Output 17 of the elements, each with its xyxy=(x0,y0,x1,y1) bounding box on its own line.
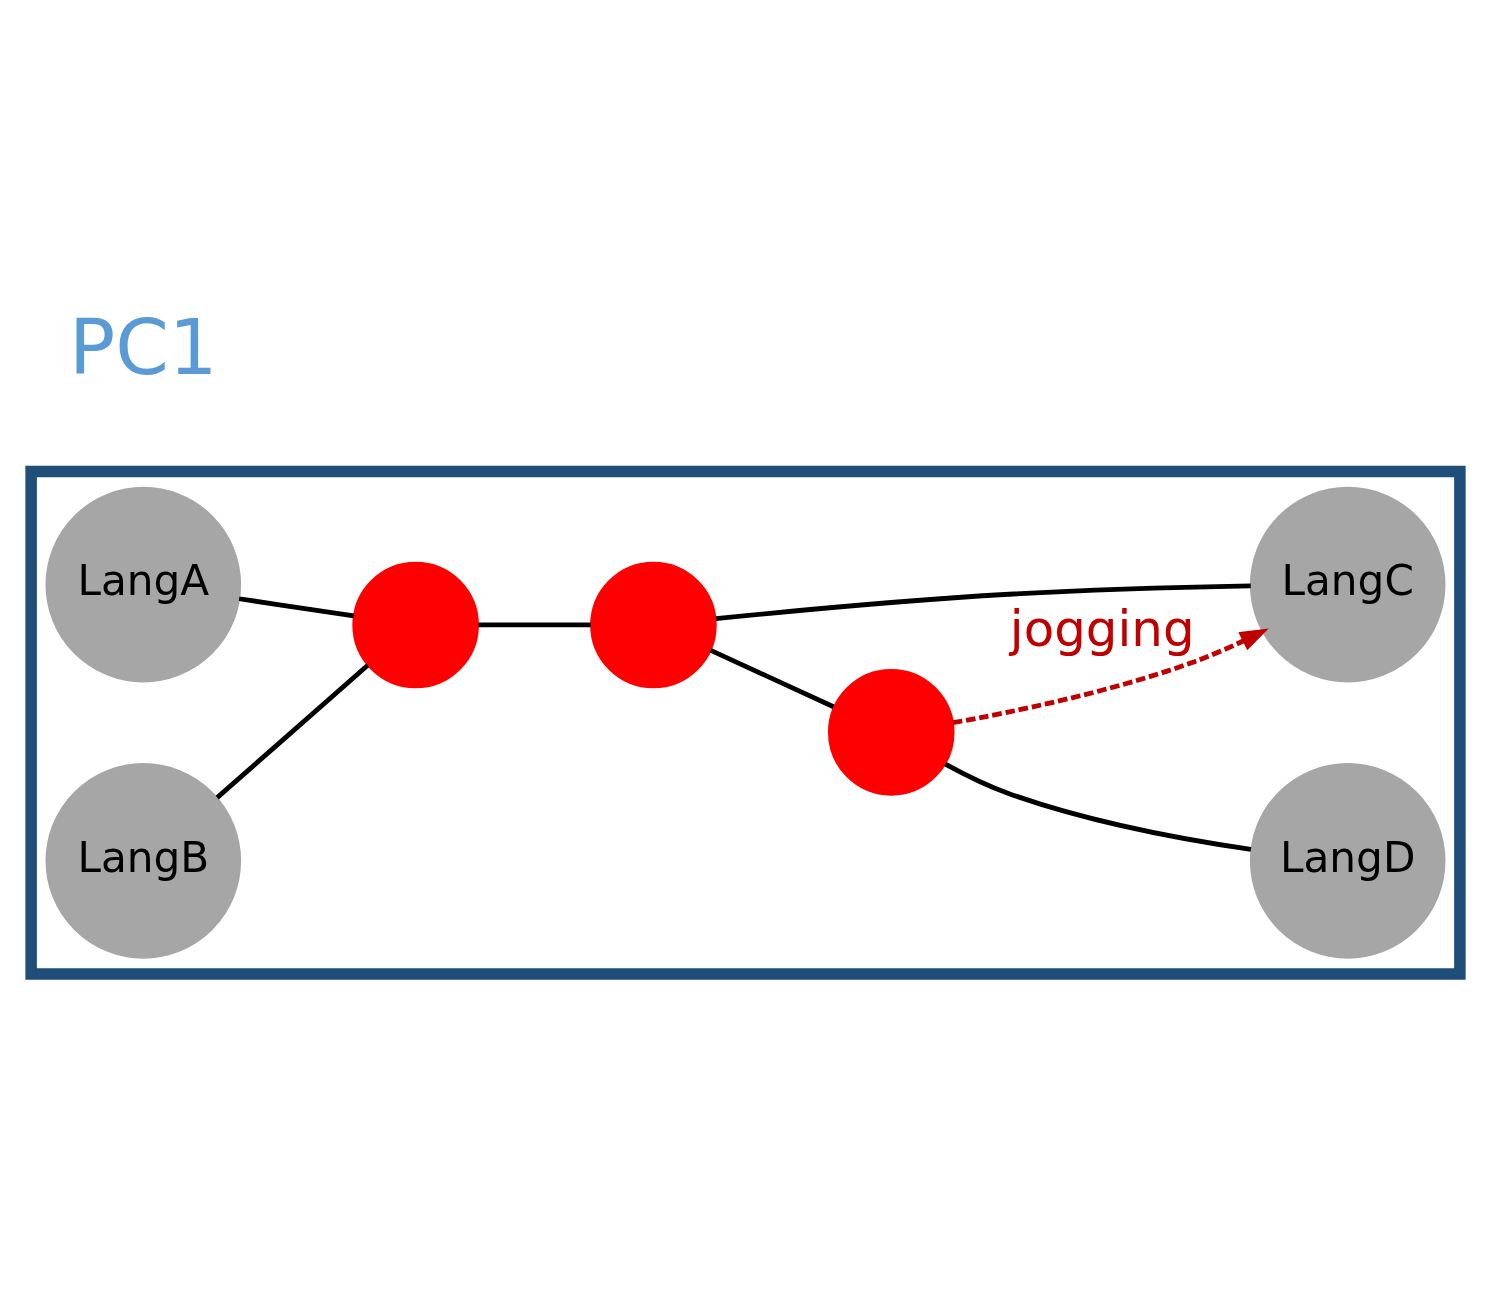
connector xyxy=(238,596,355,619)
node-circle xyxy=(827,669,955,796)
node-circle xyxy=(352,561,479,689)
connector xyxy=(715,583,1251,621)
node-circle: LangA xyxy=(45,486,242,683)
arrow xyxy=(952,628,1269,726)
node-circle: LangC xyxy=(1249,486,1446,683)
edge-label: jogging xyxy=(1009,599,1195,658)
connector xyxy=(215,663,370,800)
node-circle: LangD xyxy=(1249,763,1446,959)
connector xyxy=(709,648,835,709)
connector xyxy=(478,622,591,628)
label: PC1 xyxy=(69,302,218,392)
cluster xyxy=(25,465,1466,980)
node-circle: LangB xyxy=(45,763,242,959)
connector xyxy=(944,762,1252,852)
node-circle xyxy=(590,561,717,689)
